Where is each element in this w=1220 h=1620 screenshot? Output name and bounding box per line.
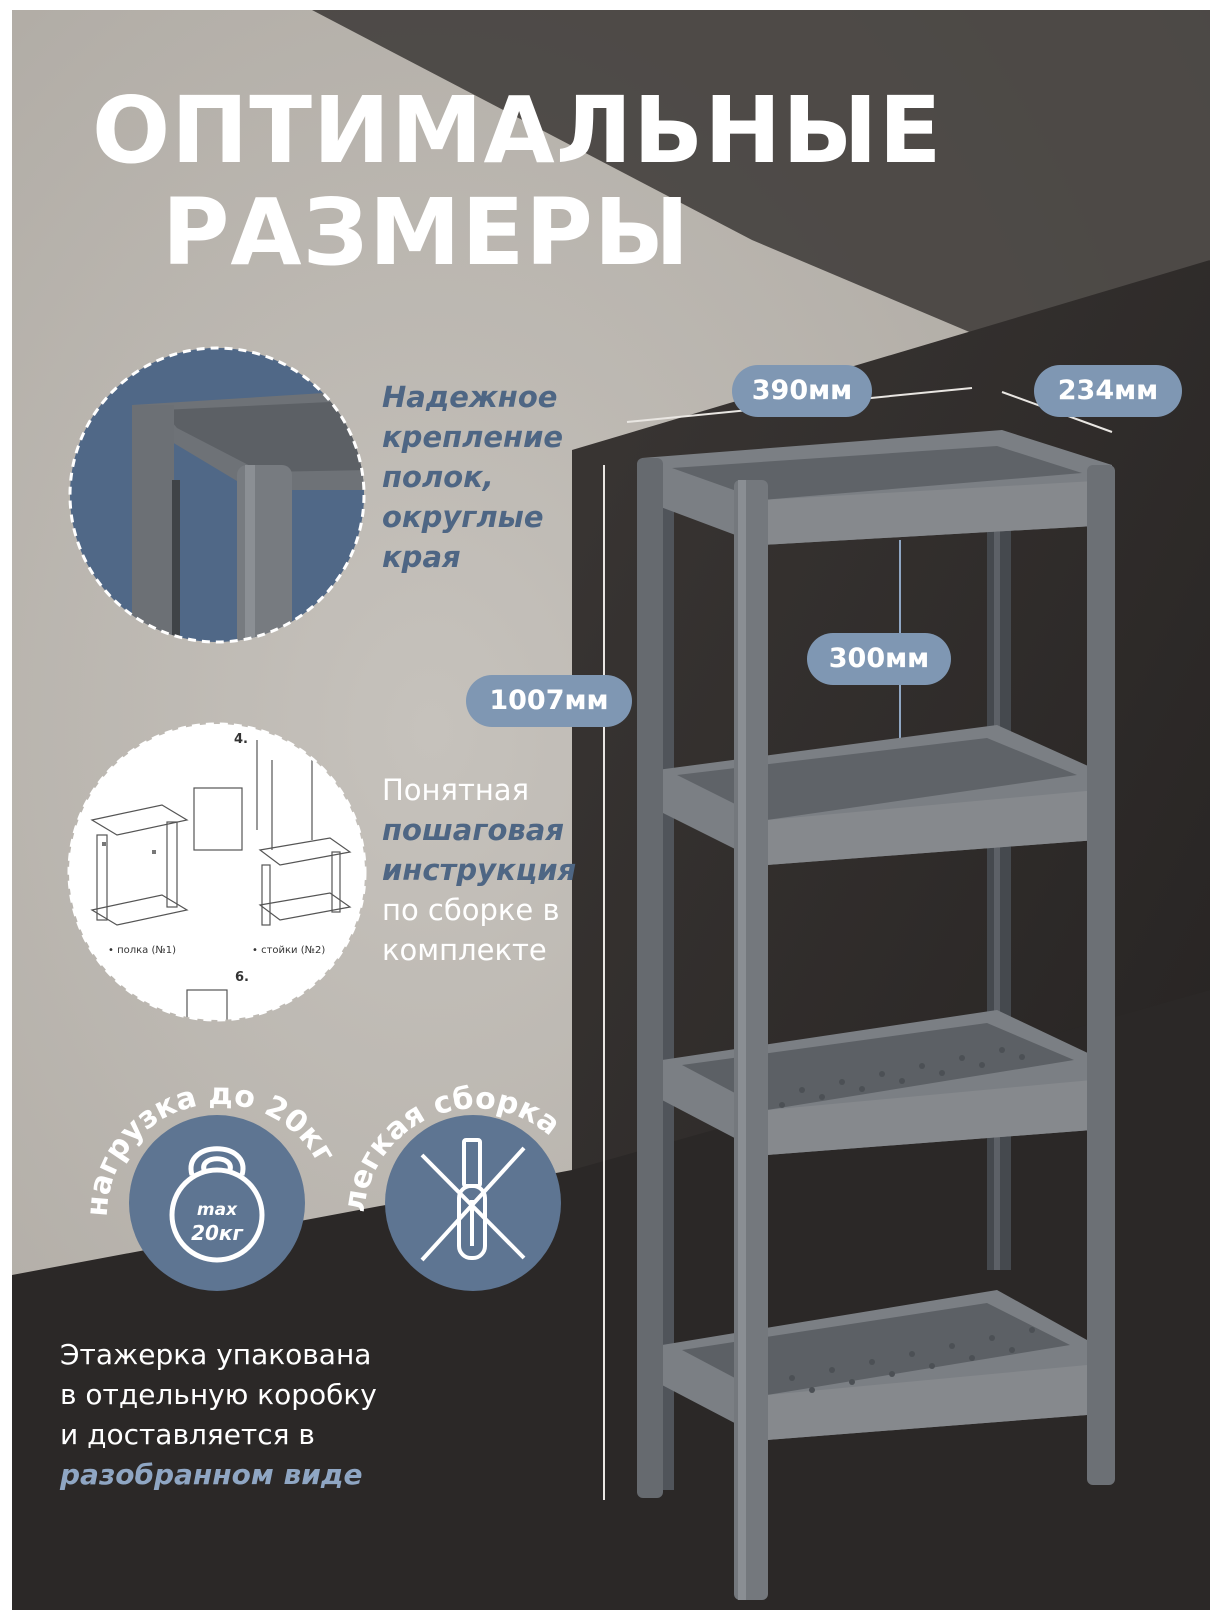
screwdriver-icon	[420, 1138, 526, 1262]
kettlebell-weight-label: 20кг	[191, 1221, 243, 1245]
manual-caption-shelf: • полка (№1)	[108, 945, 177, 956]
feature-fastening: Надежное крепление полок, округлые края	[382, 377, 563, 577]
manual-step-4: 4.	[234, 732, 248, 747]
width-dimension-label: 390мм	[732, 365, 872, 417]
feature-fastening-line: крепление	[382, 420, 564, 454]
shelf-perforations	[779, 1047, 1035, 1393]
packaging-note-line: Этажерка упакована	[60, 1338, 372, 1371]
manual-caption-posts: • стойки (№2)	[252, 945, 326, 956]
kettlebell-icon	[169, 1146, 265, 1263]
feature-instruction-line: Понятная	[382, 773, 530, 807]
badges: нагрузка до 20кг max 20кг легкая сборка	[80, 1077, 567, 1291]
packaging-note-line: и доставляется в	[60, 1418, 315, 1451]
front-posts	[637, 458, 1115, 1600]
feature-fastening-line: края	[382, 540, 461, 574]
feature-instruction-line: комплекте	[382, 933, 547, 967]
height-dimension-label: 1007мм	[466, 675, 632, 727]
packaging-note: Этажерка упакована в отдельную коробку и…	[60, 1335, 480, 1495]
packaging-note-line: в отдельную коробку	[60, 1378, 377, 1411]
instruction-manual-image	[69, 724, 365, 1020]
shelves	[642, 430, 1112, 1440]
page-title: ОПТИМАЛЬНЫЕ РАЗМЕРЫ	[92, 80, 1142, 284]
load-badge	[129, 1115, 305, 1291]
manual-step-6: 6.	[235, 970, 249, 985]
shelf-gap-dimension-label: 300мм	[807, 633, 951, 685]
feature-fastening-line: Надежное	[382, 380, 558, 414]
feature-instruction-line: пошаговая	[382, 813, 564, 847]
corner-detail-circle	[67, 346, 367, 1022]
kettlebell-max-label: max	[197, 1200, 238, 1220]
feature-instruction-line: по сборке в	[382, 893, 560, 927]
shelf-illustration	[603, 387, 1115, 1600]
depth-dimension-label: 234мм	[1034, 365, 1182, 417]
title-line-2: РАЗМЕРЫ	[162, 179, 691, 286]
feature-fastening-line: полок,	[382, 460, 494, 494]
product-card: ОПТИМАЛЬНЫЕ РАЗМЕРЫ	[12, 10, 1210, 1610]
title-line-1: ОПТИМАЛЬНЫЕ	[92, 77, 943, 184]
feature-instruction: Понятная пошаговая инструкция по сборке …	[382, 770, 576, 970]
feature-instruction-line: инструкция	[382, 853, 577, 887]
packaging-note-highlight: разобранном виде	[60, 1458, 363, 1491]
feature-fastening-line: округлые	[382, 500, 544, 534]
